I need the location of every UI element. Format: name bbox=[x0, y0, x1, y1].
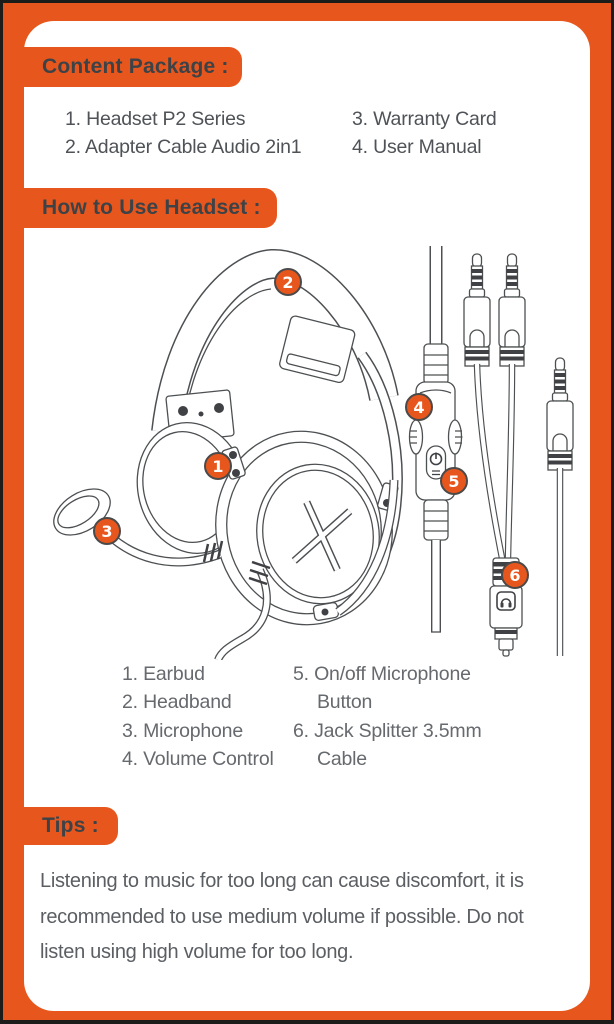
splitter-headset-icon bbox=[496, 591, 516, 611]
list-item: 5. On/off Microphone bbox=[293, 663, 471, 685]
callout-1: 1 bbox=[204, 452, 232, 480]
microphone-boom bbox=[100, 526, 222, 562]
list-item: 1. Headset P2 Series bbox=[65, 108, 246, 130]
headset-illustration: 1 2 3 4 5 6 bbox=[20, 240, 594, 660]
section-title: Content Package : bbox=[42, 55, 229, 78]
parts-list-column-right: 5. On/off Microphone Button 6. Jack Spli… bbox=[293, 660, 482, 773]
callout-4: 4 bbox=[405, 393, 433, 421]
callout-number: 1 bbox=[212, 456, 224, 476]
tips-paragraph: Listening to music for too long can caus… bbox=[40, 870, 524, 963]
callout-2: 2 bbox=[274, 268, 302, 296]
list-item: 3. Microphone bbox=[122, 719, 243, 742]
volume-control-remote bbox=[408, 246, 463, 632]
list-item: 3. Warranty Card bbox=[352, 108, 497, 130]
callout-number: 4 bbox=[413, 397, 425, 417]
audio-jack-left bbox=[463, 253, 491, 367]
callout-number: 6 bbox=[509, 565, 521, 585]
section-badge-content-package: Content Package : bbox=[20, 47, 242, 87]
list-item: 2. Headband bbox=[122, 691, 232, 714]
section-title: How to Use Headset : bbox=[42, 196, 261, 219]
mic-switch bbox=[425, 445, 447, 480]
headset-cable bbox=[218, 560, 270, 660]
list-item-continuation: Cable bbox=[317, 747, 367, 770]
headband-slider-right bbox=[279, 315, 356, 384]
earcup-front bbox=[215, 430, 399, 626]
headset-line-art bbox=[53, 240, 574, 660]
list-item: 4. Volume Control bbox=[122, 747, 274, 770]
volume-wheel bbox=[408, 419, 463, 455]
list-item: 2. Adapter Cable Audio 2in1 bbox=[65, 136, 302, 158]
list-item-continuation: Button bbox=[317, 691, 373, 714]
brand-x-logo bbox=[291, 500, 353, 572]
package-list-column-right: 3. Warranty Card 4. User Manual bbox=[352, 105, 497, 161]
headset-jack-single bbox=[546, 357, 574, 656]
callout-number: 5 bbox=[448, 471, 460, 491]
callout-3: 3 bbox=[93, 517, 121, 545]
callout-number: 3 bbox=[101, 521, 113, 541]
callout-5: 5 bbox=[440, 467, 468, 495]
section-badge-how-to-use: How to Use Headset : bbox=[20, 188, 277, 228]
list-item: 1. Earbud bbox=[122, 663, 205, 685]
package-list-column-left: 1. Headset P2 Series 2. Adapter Cable Au… bbox=[65, 105, 302, 161]
list-item: 4. User Manual bbox=[352, 136, 482, 158]
parts-list-column-left: 1. Earbud 2. Headband 3. Microphone 4. V… bbox=[122, 660, 274, 773]
adapter-cables bbox=[477, 364, 512, 558]
audio-jack-right bbox=[498, 253, 526, 367]
callout-number: 2 bbox=[282, 272, 294, 292]
section-badge-tips: Tips : bbox=[20, 807, 118, 845]
list-item: 6. Jack Splitter 3.5mm bbox=[293, 719, 482, 742]
section-title: Tips : bbox=[42, 814, 99, 837]
callout-6: 6 bbox=[501, 561, 529, 589]
